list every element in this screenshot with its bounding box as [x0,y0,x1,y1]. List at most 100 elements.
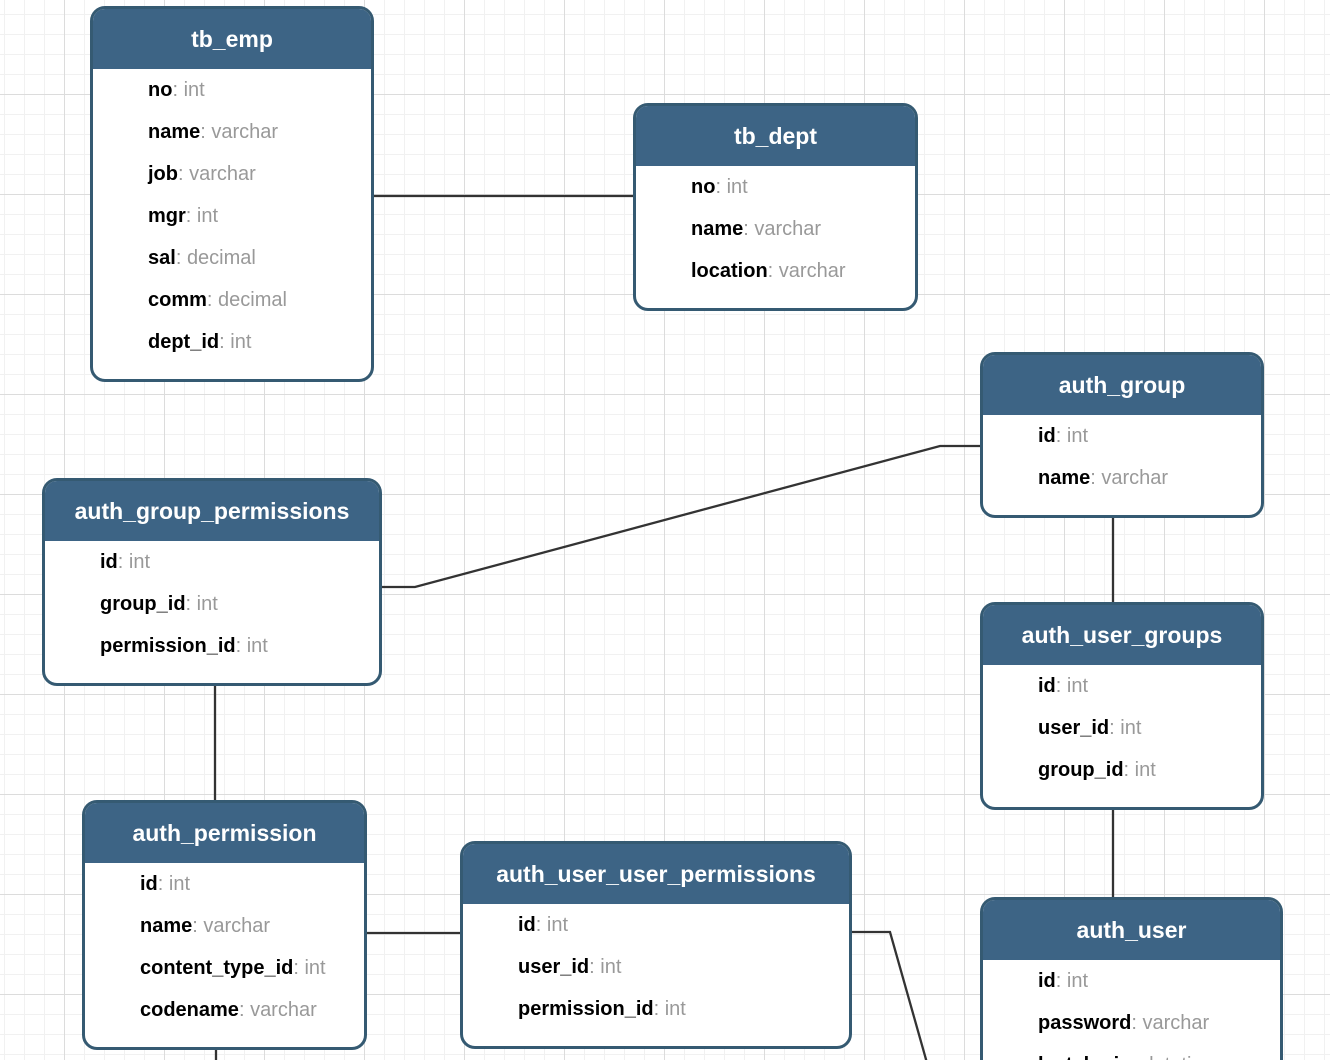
field-row: user_idint [463,946,849,988]
field-row: user_idint [983,707,1261,749]
field-name: content_type_id [140,957,294,979]
field-row: commdecimal [93,279,371,321]
field-type: int [293,957,325,979]
field-name: name [140,915,193,937]
field-type: int [536,914,568,936]
field-row: last_logindatetime [983,1044,1280,1060]
field-name: name [691,218,744,240]
table-title: auth_group [1058,371,1186,398]
field-type: int [1056,970,1088,992]
table-auth_user_user_permissions[interactable]: auth_user_user_permissions idintuser_idi… [460,841,852,1049]
field-name: id [140,873,158,895]
field-name: no [691,176,716,198]
connector-auth_group_permissions-to-auth_group[interactable] [382,444,980,589]
table-header: auth_permission [85,803,364,863]
field-row: idint [983,415,1261,457]
field-row: idint [463,904,849,946]
table-title: auth_user [1076,916,1187,943]
field-name: id [518,914,536,936]
field-type: varchar [239,999,317,1021]
field-type: int [219,331,251,353]
field-row: jobvarchar [93,153,371,195]
field-type: varchar [178,163,256,185]
field-row: group_idint [983,749,1261,791]
field-name: user_id [518,956,590,978]
field-name: id [1038,675,1056,697]
table-title: auth_group_permissions [74,497,350,524]
field-name: permission_id [100,635,236,657]
field-name: last_login [1038,1054,1131,1060]
table-body: idintpasswordvarcharlast_logindatetime [983,960,1280,1060]
field-name: name [1038,467,1091,489]
table-auth_user_groups[interactable]: auth_user_groups idintuser_idintgroup_id… [980,602,1264,810]
field-type: varchar [200,121,278,143]
field-type: decimal [207,289,287,311]
table-tb_emp[interactable]: tb_emp nointnamevarcharjobvarcharmgrints… [90,6,374,382]
field-row: namevarchar [93,111,371,153]
field-type: int [589,956,621,978]
field-row: codenamevarchar [85,989,364,1031]
field-type: int [186,205,218,227]
field-row: dept_idint [93,321,371,363]
field-type: int [186,593,218,615]
field-row: saldecimal [93,237,371,279]
field-row: idint [85,863,364,905]
table-auth_permission[interactable]: auth_permission idintnamevarcharcontent_… [82,800,367,1050]
table-body: idintuser_idintpermission_idint [463,904,849,1046]
field-name: permission_id [518,998,654,1020]
field-name: sal [148,247,176,269]
field-type: decimal [176,247,256,269]
table-header: auth_user_groups [983,605,1261,665]
table-header: tb_emp [93,9,371,69]
table-body: idintnamevarchar [983,415,1261,515]
field-row: group_idint [45,583,379,625]
field-row: locationvarchar [636,250,915,292]
field-type: varchar [1090,467,1168,489]
field-type: int [1056,425,1088,447]
field-row: noint [93,69,371,111]
field-row: content_type_idint [85,947,364,989]
field-name: no [148,79,173,101]
table-body: idintnamevarcharcontent_type_idintcodena… [85,863,364,1047]
table-auth_user[interactable]: auth_user idintpasswordvarcharlast_login… [980,897,1283,1060]
field-type: datetime [1131,1054,1219,1060]
field-row: idint [45,541,379,583]
field-type: varchar [743,218,821,240]
table-auth_group[interactable]: auth_group idintnamevarchar [980,352,1264,518]
field-row: idint [983,665,1261,707]
table-title: auth_user_user_permissions [496,860,816,887]
field-row: permission_idint [463,988,849,1030]
field-type: int [715,176,747,198]
field-name: codename [140,999,239,1021]
field-name: comm [148,289,207,311]
table-title: tb_emp [191,25,273,52]
connector-auth_user_user_permissions-to-auth_user[interactable] [852,930,929,1060]
field-row: passwordvarchar [983,1002,1280,1044]
table-title: auth_user_groups [1021,621,1223,648]
field-type: int [1124,759,1156,781]
field-name: job [148,163,178,185]
table-header: auth_group_permissions [45,481,379,541]
field-row: namevarchar [983,457,1261,499]
field-name: id [100,551,118,573]
table-tb_dept[interactable]: tb_dept nointnamevarcharlocationvarchar [633,103,918,311]
table-header: auth_user [983,900,1280,960]
field-type: int [236,635,268,657]
table-title: auth_permission [132,819,317,846]
field-name: password [1038,1012,1132,1034]
table-body: nointnamevarcharjobvarcharmgrintsaldecim… [93,69,371,379]
field-row: permission_idint [45,625,379,667]
field-row: namevarchar [85,905,364,947]
table-body: nointnamevarcharlocationvarchar [636,166,915,308]
field-name: user_id [1038,717,1110,739]
table-body: idintgroup_idintpermission_idint [45,541,379,683]
table-auth_group_permissions[interactable]: auth_group_permissions idintgroup_idintp… [42,478,382,686]
field-name: mgr [148,205,186,227]
field-type: int [172,79,204,101]
field-row: namevarchar [636,208,915,250]
field-name: id [1038,425,1056,447]
field-name: location [691,260,768,282]
table-title: tb_dept [733,122,818,149]
